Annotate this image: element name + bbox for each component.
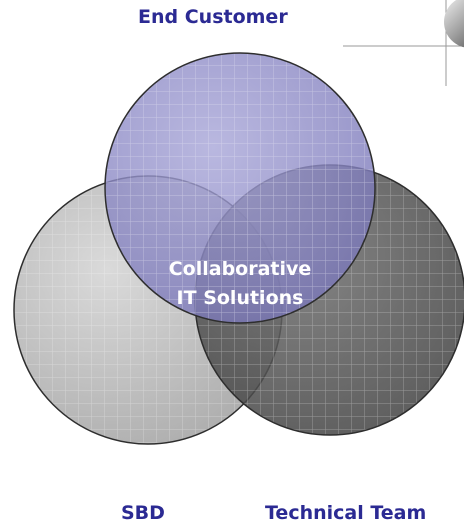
corner-decoration — [343, 0, 464, 86]
circle-end-customer — [104, 52, 376, 324]
sbd-label: SBD — [121, 502, 165, 524]
center-label: Collaborative IT Solutions — [140, 255, 340, 313]
technical-team-label: Technical Team — [265, 502, 427, 524]
center-label-line-1: Collaborative — [168, 258, 312, 280]
end-customer-label: End Customer — [138, 6, 288, 28]
center-label-line-2: IT Solutions — [176, 287, 304, 309]
